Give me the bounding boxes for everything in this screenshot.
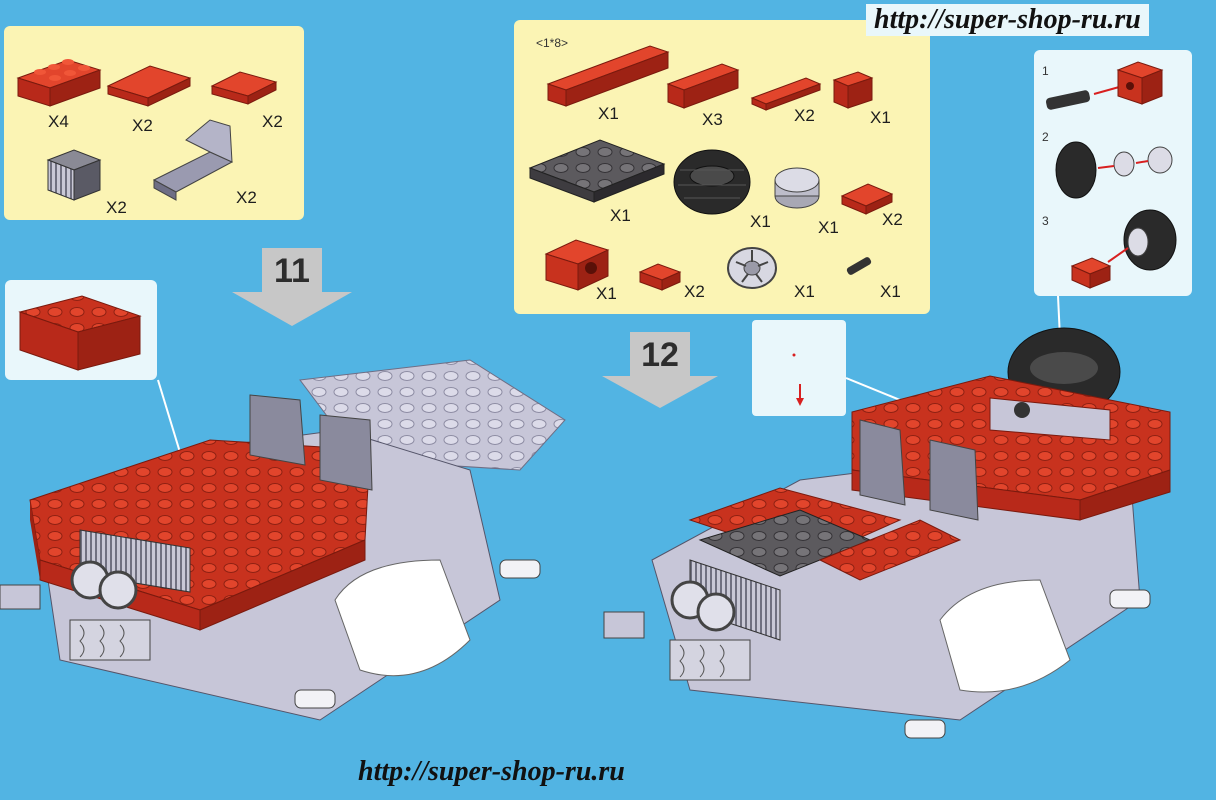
step12-callout-panel xyxy=(752,320,846,416)
red-brick-2x4-callout-icon xyxy=(18,295,142,371)
qty-red-brick-1x4: X3 xyxy=(702,110,723,129)
qty-red-brick-1x8: X1 xyxy=(598,104,619,123)
sub-step-3: 3 xyxy=(1042,214,1049,228)
sub-step3-art xyxy=(1070,209,1177,289)
step12-number: 12 xyxy=(641,336,679,374)
step12-arrow-icon xyxy=(602,332,718,408)
sub-step1-art xyxy=(1045,61,1164,110)
qty-wheel-rim: X1 xyxy=(794,282,815,301)
technic-brick-icon xyxy=(544,239,610,291)
round-plate-icon xyxy=(774,167,820,209)
qty-red-plate-2x4: X2 xyxy=(132,116,153,135)
wheel-rim-icon xyxy=(727,247,777,289)
sub-step-2: 2 xyxy=(1042,130,1049,144)
red-brick-1x8-icon xyxy=(546,45,670,107)
qty-tire: X1 xyxy=(750,212,771,231)
qty-red-plate-2x2: X2 xyxy=(262,112,283,131)
red-brick-2x4-icon xyxy=(16,59,102,107)
red-tile-1x1-icon xyxy=(638,263,682,291)
callout-pointer-line-2 xyxy=(845,377,906,403)
qty-seat: X2 xyxy=(236,188,257,207)
red-plate-2x4-icon xyxy=(106,65,192,107)
qty-axle-pin: X1 xyxy=(880,282,901,301)
watermark-url-bottom[interactable]: http://super-shop-ru.ru xyxy=(358,756,625,787)
red-plate-1x4-icon xyxy=(750,77,822,111)
qty-round-plate: X1 xyxy=(818,218,839,237)
step12-car-model xyxy=(603,327,1171,739)
part-size-note: <1*8> xyxy=(536,36,569,50)
qty-red-brick-2x4: X4 xyxy=(48,112,69,131)
qty-red-brick-1x2: X1 xyxy=(870,108,891,127)
step11-number: 11 xyxy=(274,252,310,290)
qty-red-tile-1x1: X2 xyxy=(684,282,705,301)
watermark-url-top[interactable]: http://super-shop-ru.ru xyxy=(866,4,1149,36)
red-plate-1x2-icon xyxy=(840,183,894,215)
step11-arrow-icon xyxy=(232,248,352,326)
sub-step2-art xyxy=(1055,141,1173,199)
qty-grille-brick: X2 xyxy=(106,198,127,217)
gray-plate-4x4-icon xyxy=(528,139,666,203)
axle-pin-icon xyxy=(846,257,872,275)
red-plate-2x2-icon xyxy=(210,71,278,105)
qty-red-plate-1x4: X2 xyxy=(794,106,815,125)
red-brick-1x2-icon xyxy=(832,71,874,109)
qty-technic-brick: X1 xyxy=(596,284,617,303)
step11-car-model xyxy=(0,359,566,721)
red-brick-1x4-icon xyxy=(666,63,740,109)
qty-gray-plate-4x4: X1 xyxy=(610,206,631,225)
qty-red-plate-1x2: X2 xyxy=(882,210,903,229)
seat-icon xyxy=(152,119,234,201)
tire-icon xyxy=(673,149,751,215)
grille-brick-icon xyxy=(46,149,102,201)
sub-step-1: 1 xyxy=(1042,64,1049,78)
